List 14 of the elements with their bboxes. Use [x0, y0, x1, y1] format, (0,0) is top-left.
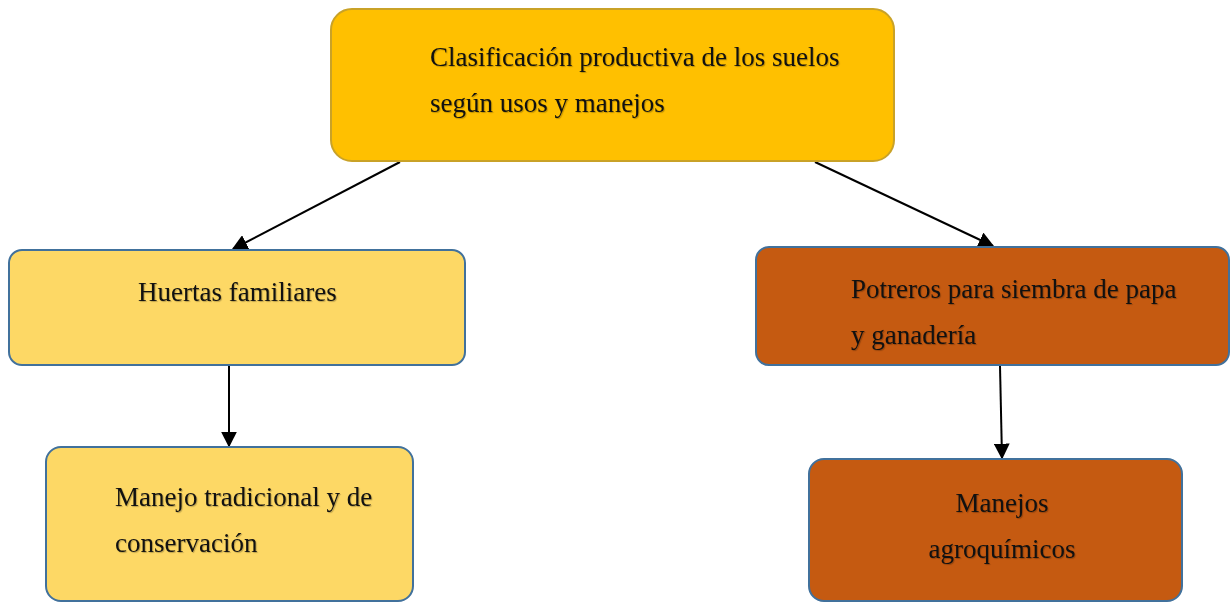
box-text: Clasificación productiva de los suelos según usos y manejos [430, 41, 841, 120]
box-text: Potreros para siembra de papa y ganadería [851, 273, 1178, 352]
process-box [45, 446, 414, 602]
process-box [330, 8, 895, 162]
arrow [993, 365, 1010, 460]
arrow [221, 365, 237, 448]
arrow [231, 161, 401, 250]
process-box [8, 249, 466, 366]
box-text: Manejos agroquímicos [927, 487, 1077, 566]
process-box [808, 458, 1183, 602]
arrow [814, 161, 995, 248]
process-box [755, 246, 1230, 366]
box-text: Manejo tradicional y de conservación [115, 481, 374, 560]
box-text: Huertas familiares [138, 276, 338, 309]
